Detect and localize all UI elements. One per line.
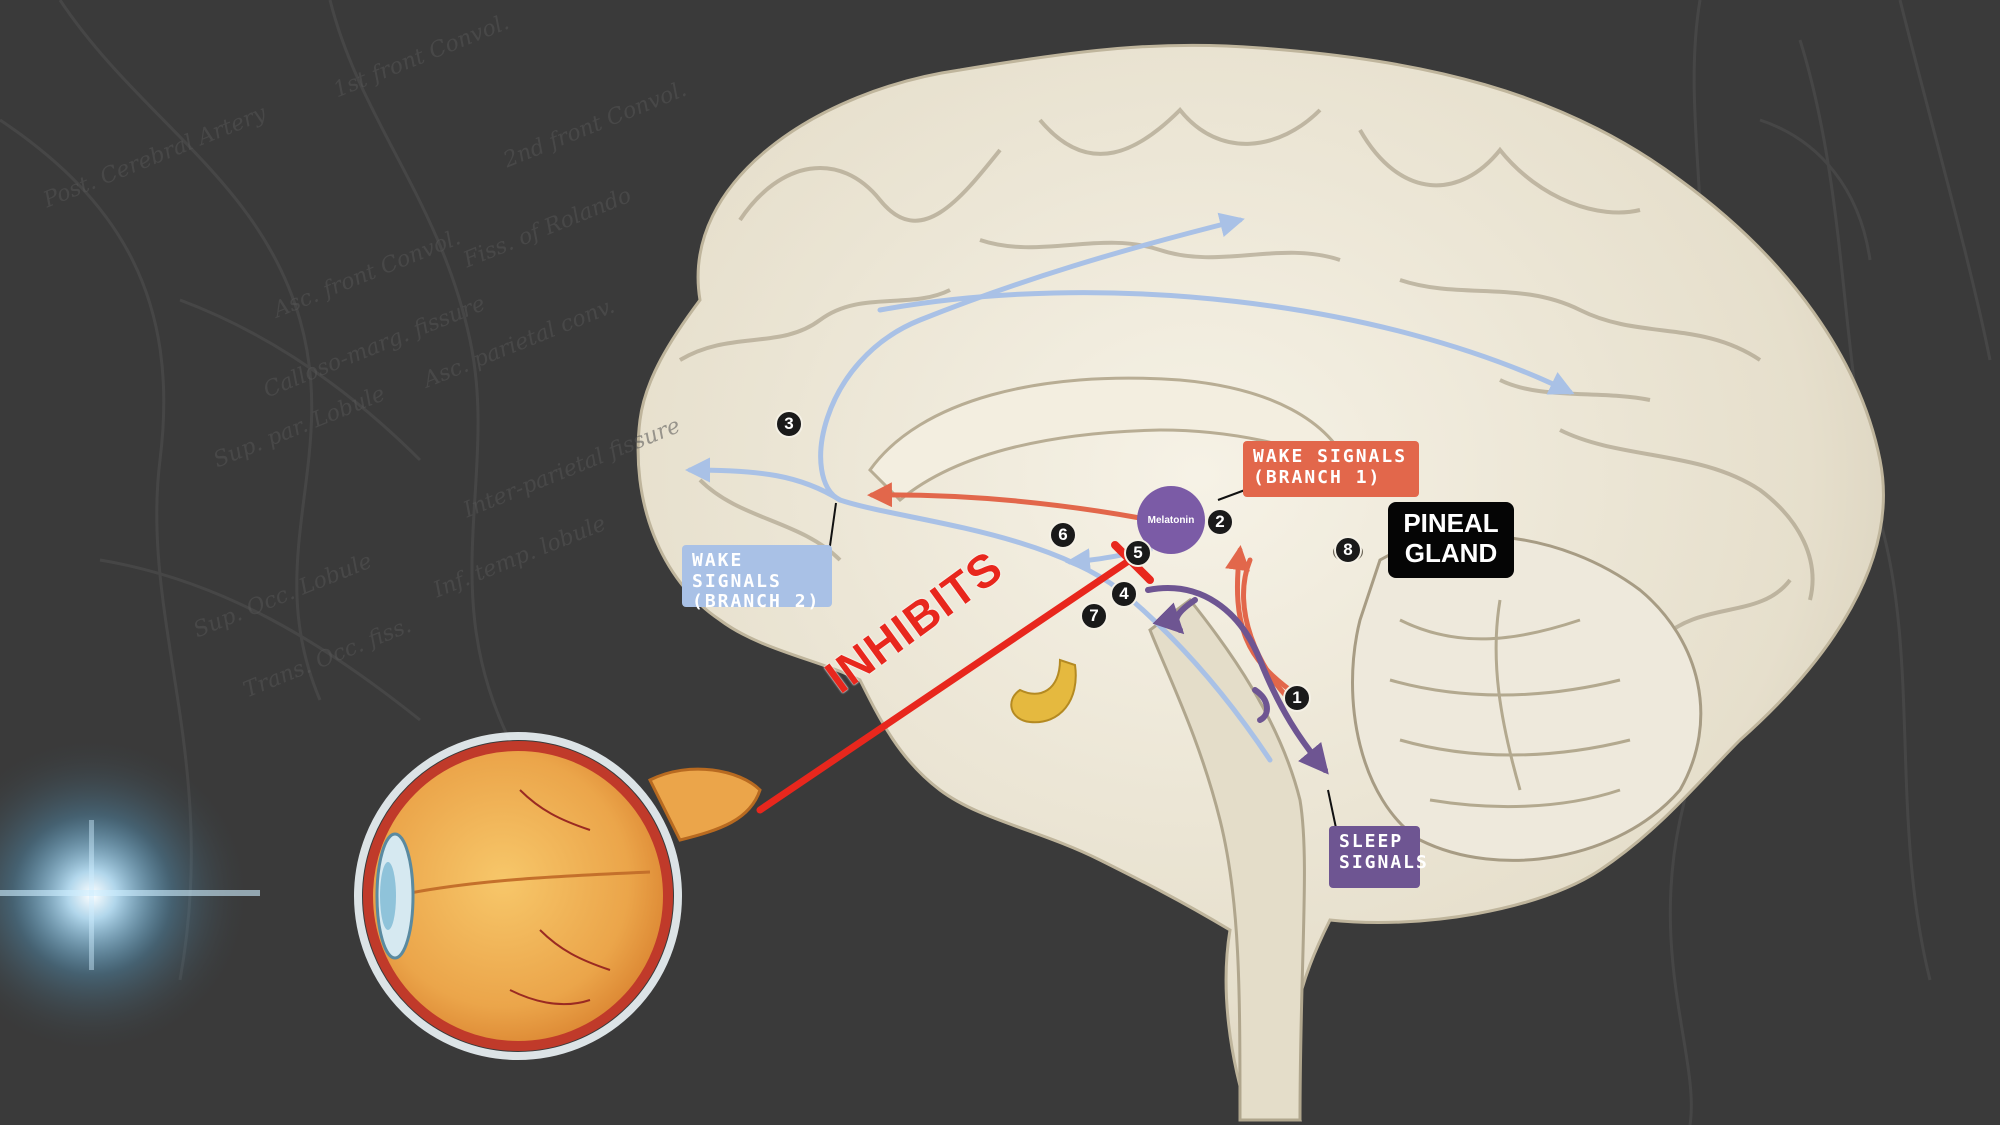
label-line: PINEAL <box>1403 508 1499 538</box>
brain-illustration <box>636 43 1885 1122</box>
wake-signals-branch-2-label: WAKE SIGNALS (BRANCH 2) <box>682 545 832 612</box>
eye-illustration <box>354 732 762 1060</box>
label-line: WAKE SIGNALS <box>692 550 782 592</box>
sleep-signals-label: SLEEP SIGNALS <box>1329 826 1429 888</box>
sleep-pathway <box>1145 585 1329 775</box>
marker-3: 3 <box>775 410 803 438</box>
marker-6: 6 <box>1049 521 1077 549</box>
label-line: WAKE SIGNALS <box>1253 446 1408 467</box>
label-line: (BRANCH 1) <box>1253 466 1382 488</box>
marker-5: 5 <box>1124 539 1152 567</box>
melatonin-node: Melatonin <box>1137 486 1205 554</box>
label-line: SIGNALS <box>1339 851 1429 873</box>
marker-1: 1 <box>1283 684 1311 712</box>
marker-4: 4 <box>1110 580 1138 608</box>
wake-branch-1-leader <box>1217 489 1246 501</box>
sleep-leader <box>1327 789 1337 829</box>
pineal-gland-label: PINEAL GLAND <box>1388 502 1514 578</box>
marker-2: 2 <box>1206 508 1234 536</box>
wake-signals-branch-1-label: WAKE SIGNALS (BRANCH 1) <box>1243 441 1419 497</box>
label-line: SLEEP <box>1339 831 1404 852</box>
label-line: GLAND <box>1404 537 1498 568</box>
light-flare-icon <box>0 735 260 1055</box>
marker-7: 7 <box>1080 602 1108 630</box>
label-line: (BRANCH 2) <box>692 591 821 613</box>
marker-8: 8 <box>1334 536 1362 564</box>
